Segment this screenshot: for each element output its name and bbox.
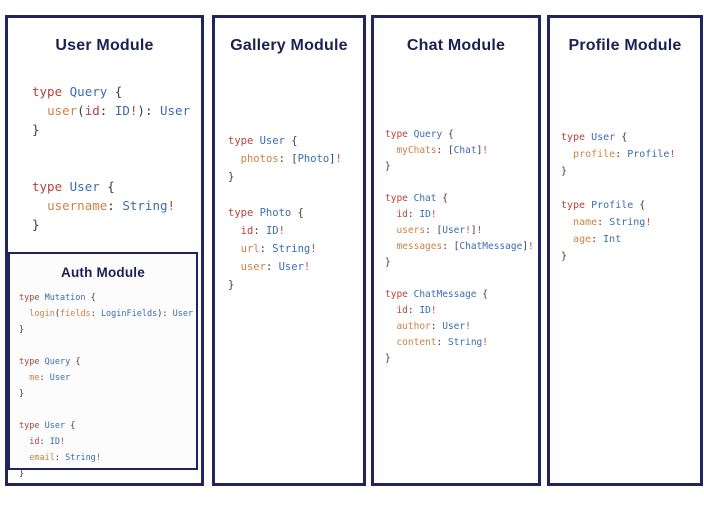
profile-module-title: Profile Module [568, 37, 682, 54]
code-line: id: ID! [396, 305, 437, 316]
user-module-title: User Module [55, 37, 154, 54]
panel-gallery-module: Gallery Module type User { photos: [Phot… [212, 15, 366, 486]
code-line: } [561, 166, 568, 177]
code-line: content: String! [396, 337, 489, 348]
code-line: id: ID! [396, 209, 437, 220]
code-line: } [19, 325, 25, 335]
code-line: age: Int [573, 234, 622, 245]
code-line: id: ID! [29, 437, 66, 447]
code-line: type User { [19, 421, 76, 431]
auth-module-code: type Mutation { login(fields: LoginField… [19, 290, 196, 482]
code-line: type Query { [385, 129, 454, 140]
code-line: type Chat { [385, 193, 448, 204]
code-line: photos: [Photo]! [240, 153, 342, 165]
code-line: } [385, 353, 391, 364]
code-line: name: String! [573, 217, 652, 228]
code-line: } [561, 251, 568, 262]
panel-profile-module: Profile Module type User { profile: Prof… [547, 15, 703, 486]
code-line: myChats: [Chat]! [396, 145, 489, 156]
code-line: user: User! [240, 261, 311, 273]
code-line: type Query { [32, 84, 123, 99]
code-line [19, 338, 196, 354]
auth-module-title: Auth Module [61, 265, 145, 280]
code-line: author: User! [396, 321, 471, 332]
gallery-module-title: Gallery Module [230, 37, 348, 54]
code-line: type User { [228, 135, 298, 147]
code-line: type Query { [19, 357, 81, 367]
code-line: } [19, 469, 25, 479]
gallery-module-code: type User { photos: [Photo]!} type Photo… [228, 132, 363, 294]
code-line: } [228, 279, 235, 291]
code-line: user(id: ID!): User [47, 103, 191, 118]
code-line [228, 186, 363, 204]
code-line: email: String! [29, 453, 101, 463]
code-line [561, 180, 700, 197]
user-module-code: type Query { user(id: ID!): User} type U… [32, 82, 201, 234]
code-line: type ChatMessage { [385, 289, 488, 300]
code-line: type User { [561, 132, 628, 143]
panel-chat-module: Chat Module type Query { myChats: [Chat]… [371, 15, 541, 486]
code-line: url: String! [240, 243, 317, 255]
code-line: me: User [29, 373, 71, 383]
code-line: } [19, 389, 25, 399]
chat-module-title: Chat Module [406, 37, 506, 54]
code-line: messages: [ChatMessage]! [396, 241, 534, 252]
code-line: profile: Profile! [573, 149, 676, 160]
code-line: } [32, 122, 40, 137]
code-line: type Mutation { [19, 293, 96, 303]
code-line [32, 139, 201, 158]
code-line [32, 158, 201, 177]
code-line: type User { [32, 179, 115, 194]
code-line: } [385, 161, 391, 172]
panel-user-module: User Module type Query { user(id: ID!): … [5, 15, 204, 486]
code-line: username: String! [47, 198, 176, 213]
code-line [385, 271, 538, 287]
profile-module-code: type User { profile: Profile!} type Prof… [561, 129, 700, 265]
code-line: id: ID! [240, 225, 285, 237]
code-line: type Profile { [561, 200, 646, 211]
code-line: } [228, 171, 235, 183]
code-line [19, 402, 196, 418]
code-line [385, 175, 538, 191]
code-line: } [385, 257, 391, 268]
panel-auth-module: Auth Module type Mutation { login(fields… [8, 252, 198, 479]
code-line: login(fields: LoginFields): User [29, 309, 194, 319]
chat-module-code: type Query { myChats: [Chat]!} type Chat… [385, 127, 538, 367]
code-line: users: [User!]! [396, 225, 483, 236]
code-line: } [32, 217, 40, 232]
code-line: type Photo { [228, 207, 304, 219]
